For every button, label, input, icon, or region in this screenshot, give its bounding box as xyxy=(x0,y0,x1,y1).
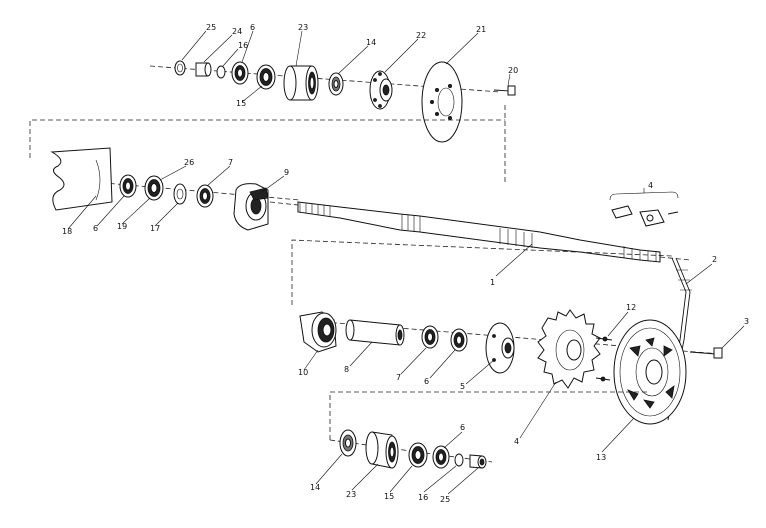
part-7-bearing-low xyxy=(421,325,439,349)
part-16-oring-top xyxy=(216,65,226,79)
label-25-bot: 25 xyxy=(440,495,450,504)
label-15-top: 15 xyxy=(236,99,246,108)
part-17-spacer xyxy=(173,183,187,205)
part-3-bolt xyxy=(689,347,723,359)
top-row-labels: 25 24 16 6 23 14 22 21 20 15 xyxy=(181,23,518,108)
label-23-bot: 23 xyxy=(346,490,356,499)
part-5-sprocket-hub xyxy=(485,322,515,374)
part-7-bearing-mid xyxy=(196,184,214,208)
part-24-collar xyxy=(195,62,212,77)
part-6-bearing-low xyxy=(450,328,468,352)
part-25-ring-bottom xyxy=(469,454,487,469)
label-13: 13 xyxy=(596,453,606,462)
label-25-top: 25 xyxy=(206,23,216,32)
part-4-chain-link-set: 4 xyxy=(609,181,679,227)
part-1-axle-shaft xyxy=(269,201,691,263)
middle-row-labels: 9 7 26 18 6 19 17 xyxy=(62,158,289,236)
part-18-housing-plate xyxy=(50,147,113,211)
part-15-bearing-bottom xyxy=(408,442,428,468)
label-16-bot: 16 xyxy=(418,493,428,502)
label-7-low: 7 xyxy=(396,373,401,382)
label-17: 17 xyxy=(150,224,160,233)
part-23-roller-bearing-top xyxy=(283,65,319,101)
bracket-top-left xyxy=(29,119,505,158)
label-9: 9 xyxy=(284,168,289,177)
part-25-ring-top xyxy=(174,60,186,76)
label-26: 26 xyxy=(184,158,194,167)
part-6-bearing-top xyxy=(231,61,249,85)
bracket-middle xyxy=(291,239,673,305)
label-3: 3 xyxy=(744,317,749,326)
label-15-bot: 15 xyxy=(384,492,394,501)
part-13-driven-sprocket xyxy=(613,319,687,425)
label-10: 10 xyxy=(298,368,308,377)
part-14-seal-bottom xyxy=(339,429,357,457)
label-24: 24 xyxy=(232,27,242,36)
part-15-bearing-top xyxy=(256,64,276,90)
part-12-studs xyxy=(595,336,613,382)
label-6-top: 6 xyxy=(250,23,255,32)
label-22: 22 xyxy=(416,31,426,40)
label-16-top: 16 xyxy=(238,41,248,50)
part-21-brake-disc xyxy=(421,61,463,143)
label-6-bot: 6 xyxy=(460,423,465,432)
part-6-bearing-bottom xyxy=(432,445,450,469)
label-6-low: 6 xyxy=(424,377,429,386)
label-19: 19 xyxy=(117,222,127,231)
label-6-mid: 6 xyxy=(93,224,98,233)
part-22-hub xyxy=(369,70,393,110)
part-10-bearing-housing xyxy=(299,311,337,353)
part-6-bearing-mid xyxy=(119,174,137,198)
label-8: 8 xyxy=(344,365,349,374)
label-5: 5 xyxy=(460,382,465,391)
label-14-top: 14 xyxy=(366,38,376,47)
part-9-bearing-carrier xyxy=(233,183,269,231)
part-8-spacer-tube xyxy=(345,319,405,346)
label-21: 21 xyxy=(476,25,486,34)
label-7-mid: 7 xyxy=(228,158,233,167)
bottom-row-labels: 6 14 23 15 16 25 xyxy=(310,423,479,504)
label-18: 18 xyxy=(62,227,72,236)
part-4-drive-sprocket xyxy=(537,309,601,389)
part-20-bolt xyxy=(493,85,516,96)
part-16-oring-bottom xyxy=(454,453,464,467)
label-4-top: 4 xyxy=(648,181,653,190)
label-12: 12 xyxy=(626,303,636,312)
label-20: 20 xyxy=(508,66,518,75)
lower-row-labels: 3 12 10 8 7 6 5 4 13 xyxy=(298,303,749,462)
part-23-roller-bearing-bottom xyxy=(365,431,399,469)
label-2: 2 xyxy=(712,255,717,264)
leader-1 xyxy=(495,243,533,277)
label-1: 1 xyxy=(490,278,495,287)
label-4: 4 xyxy=(514,437,519,446)
label-23-top: 23 xyxy=(298,23,308,32)
part-19-bearing xyxy=(144,175,164,201)
bracket-lower xyxy=(329,391,650,440)
label-14-bot: 14 xyxy=(310,483,320,492)
part-14-seal-top xyxy=(328,72,344,96)
